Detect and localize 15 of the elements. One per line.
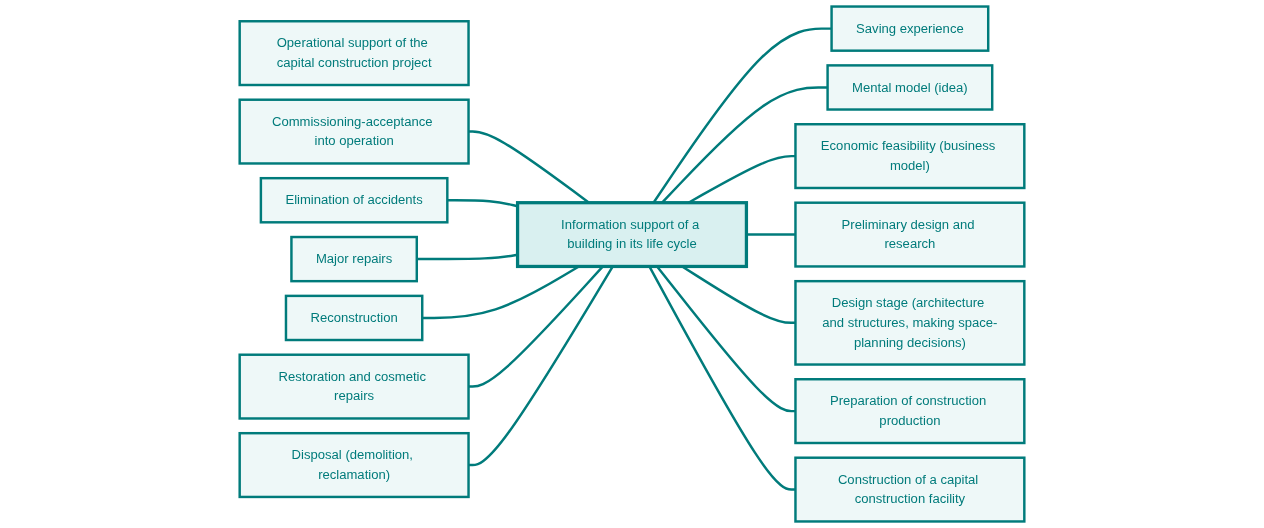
node-box: Operational support of the capital construction project <box>238 20 470 87</box>
node-box: Disposal (demolition, reclamation) <box>238 431 470 499</box>
node-box: Preparation of construction production <box>794 378 1026 445</box>
node-box: Saving experience <box>830 5 990 52</box>
node-box: Elimination of accidents <box>259 176 449 224</box>
node-box: Commissioning-acceptance into operation <box>238 98 470 165</box>
node-box: Design stage (architecture and structures, making space-planning decisions) <box>794 279 1026 366</box>
node-box: Construction of a capital construction facility <box>794 456 1026 523</box>
node-box: Reconstruction <box>284 294 424 342</box>
node-box: Preliminary design and research <box>794 201 1026 268</box>
node-box: Economic feasibility (business model) <box>794 123 1026 190</box>
node-box: Major repairs <box>290 235 418 283</box>
node-box: Information support of a building in its life cycle <box>515 201 749 269</box>
node-box: Mental model (idea) <box>826 64 994 111</box>
node-box: Restoration and cosmetic repairs <box>238 353 470 420</box>
